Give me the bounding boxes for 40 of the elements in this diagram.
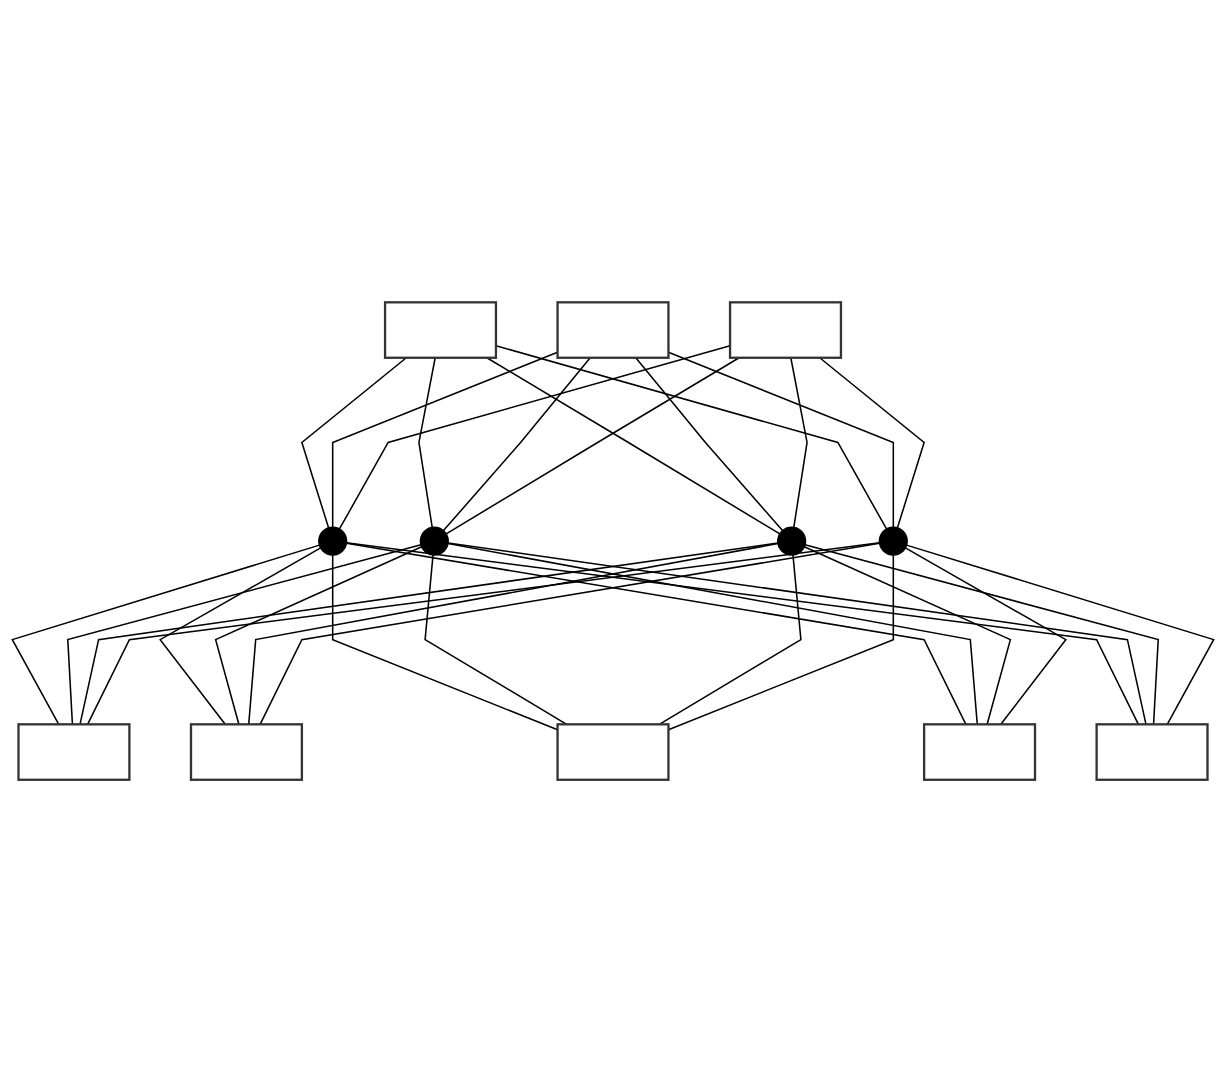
node-box — [556, 301, 670, 359]
connector — [445, 356, 740, 535]
connector — [247, 542, 779, 726]
connector — [424, 554, 568, 726]
connector — [345, 542, 967, 726]
node-box — [728, 301, 843, 359]
connector — [442, 356, 591, 532]
connector — [818, 356, 925, 529]
connector — [301, 356, 408, 529]
connector — [804, 543, 1160, 726]
node-circle — [318, 526, 348, 556]
connector — [11, 544, 321, 726]
connector — [66, 543, 422, 726]
connector — [447, 542, 979, 726]
connector — [667, 351, 895, 528]
node-circle — [419, 526, 449, 556]
connector — [259, 542, 881, 726]
connector — [331, 554, 559, 731]
connector — [803, 545, 1012, 726]
connector — [495, 344, 888, 530]
node-box — [556, 723, 670, 781]
node-box — [383, 301, 498, 359]
connector — [338, 344, 731, 530]
node-circle — [777, 526, 807, 556]
node-box — [922, 723, 1037, 781]
connector — [418, 356, 436, 529]
connector — [331, 351, 559, 528]
connector — [658, 554, 802, 726]
connector — [486, 356, 781, 535]
connector — [159, 547, 322, 726]
connector — [905, 544, 1215, 726]
connector — [790, 356, 808, 529]
connector — [904, 547, 1067, 726]
node-box — [17, 723, 131, 781]
connector — [667, 554, 895, 731]
connector — [214, 545, 423, 726]
node-circle — [878, 526, 908, 556]
node-box — [1095, 723, 1209, 781]
node-box — [189, 723, 304, 781]
connector — [635, 356, 784, 532]
